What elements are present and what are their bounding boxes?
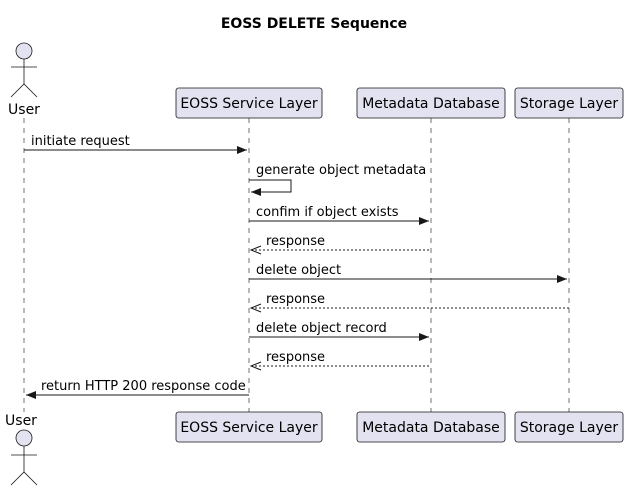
arrowhead-icon (557, 275, 567, 283)
actor-head-icon (15, 429, 33, 447)
arrowhead-icon (419, 217, 429, 225)
message-label: delete object (256, 263, 341, 278)
participant-metadata-bottom: Metadata Database (356, 411, 506, 443)
actor-user-bottom: User (5, 413, 38, 486)
open-arrowhead-icon (249, 245, 262, 255)
participant-label-storage: Storage Layer (520, 420, 619, 436)
participant-metadata-top: Metadata Database (356, 87, 506, 119)
arrowhead-icon (251, 188, 261, 196)
message-label: return HTTP 200 response code (41, 379, 246, 394)
participant-storage-bottom: Storage Layer (514, 411, 624, 443)
participant-storage-top: Storage Layer (514, 87, 624, 119)
message-label: response (266, 292, 325, 307)
participant-service-top: EOSS Service Layer (175, 87, 323, 119)
message-initiate-request: initiate request (24, 134, 247, 154)
message-response-3: response (249, 350, 431, 371)
actor-user-top: User (8, 42, 40, 118)
message-label: response (266, 350, 325, 365)
participant-label-metadata: Metadata Database (362, 420, 500, 436)
message-response-2: response (249, 292, 569, 313)
message-label: response (266, 234, 325, 249)
arrowhead-icon (237, 146, 247, 154)
arrowhead-icon (26, 391, 36, 399)
diagram-title: EOSS DELETE Sequence (221, 16, 407, 32)
participant-label-user: User (8, 102, 40, 118)
message-delete-record: delete object record (249, 321, 429, 341)
participant-label-service: EOSS Service Layer (180, 420, 318, 436)
participant-label-metadata: Metadata Database (362, 96, 500, 112)
message-return-200: return HTTP 200 response code (26, 379, 249, 399)
message-generate-metadata: generate object metadata (249, 163, 426, 196)
participant-label-service: EOSS Service Layer (180, 96, 318, 112)
message-label: confim if object exists (256, 205, 399, 220)
open-arrowhead-icon (249, 361, 262, 371)
open-arrowhead-icon (249, 303, 262, 313)
message-label: initiate request (31, 134, 130, 149)
arrowhead-icon (419, 333, 429, 341)
participant-service-bottom: EOSS Service Layer (175, 411, 323, 443)
message-delete-object: delete object (249, 263, 567, 283)
message-response-1: response (249, 234, 431, 255)
message-label: delete object record (256, 321, 387, 336)
participant-label-storage: Storage Layer (520, 96, 619, 112)
message-label: generate object metadata (256, 163, 426, 178)
actor-head-icon (15, 42, 33, 60)
message-confirm-exists: confim if object exists (249, 205, 429, 225)
participant-label-user: User (5, 413, 37, 429)
